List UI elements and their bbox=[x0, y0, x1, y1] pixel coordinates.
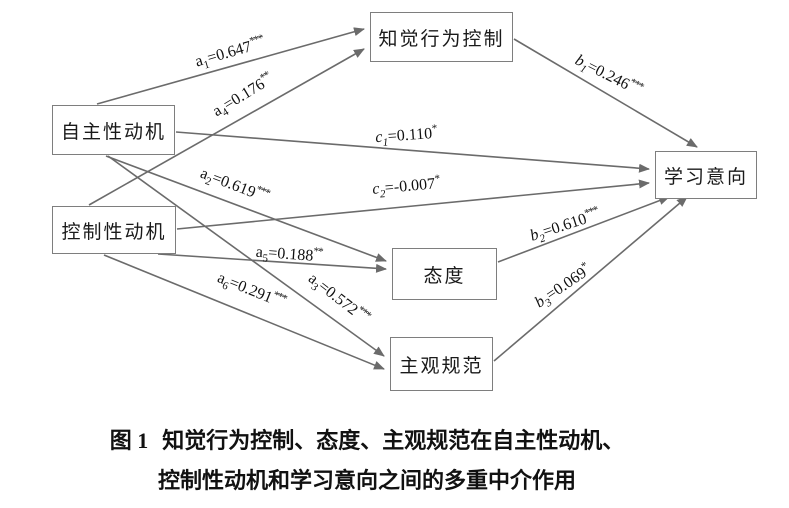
arrow-c2 bbox=[176, 179, 650, 230]
arrow-a4 bbox=[88, 48, 365, 206]
arrow-a2 bbox=[105, 155, 387, 262]
node-learning-intention: 学习意向 bbox=[655, 151, 757, 199]
path-label-a5: a5=0.188** bbox=[255, 243, 324, 265]
arrow-b1 bbox=[513, 38, 698, 148]
arrow-a3 bbox=[107, 155, 385, 357]
figure-caption-line2: 控制性动机和学习意向之间的多重中介作用 bbox=[157, 468, 576, 493]
arrow-b2 bbox=[497, 196, 670, 263]
node-perceived-behavioral-control: 知觉行为控制 bbox=[370, 12, 513, 62]
node-controlled-motivation: 控制性动机 bbox=[52, 206, 176, 254]
node-autonomous-motivation: 自主性动机 bbox=[52, 105, 175, 155]
arrow-a1 bbox=[96, 27, 365, 105]
arrow-a5 bbox=[157, 253, 387, 273]
node-attitude: 态度 bbox=[392, 248, 497, 300]
arrow-a6 bbox=[103, 254, 385, 370]
arrow-b3 bbox=[493, 196, 688, 362]
arrow-c1 bbox=[175, 131, 650, 173]
node-subjective-norm: 主观规范 bbox=[390, 337, 493, 391]
figure-number: 图 1 bbox=[109, 428, 149, 453]
